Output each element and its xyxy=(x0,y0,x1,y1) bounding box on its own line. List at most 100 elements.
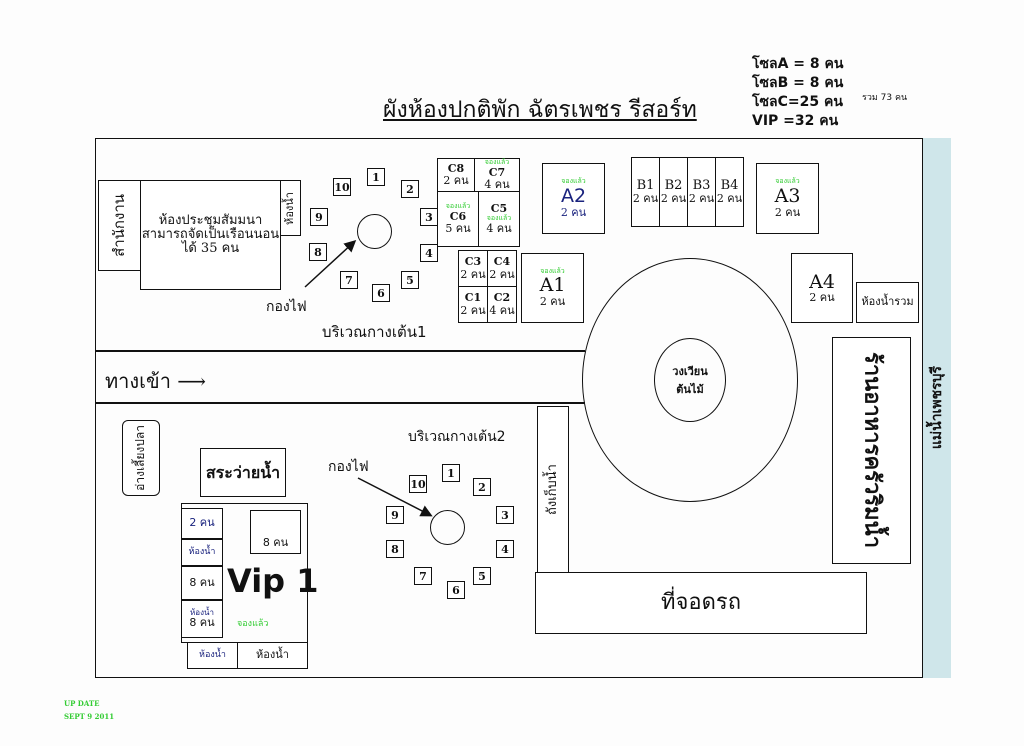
tent-3: 3 xyxy=(496,506,514,524)
booked-label: จองแล้ว xyxy=(775,177,800,186)
tent-7: 7 xyxy=(414,567,432,585)
legend-vip: VIP =32 คน xyxy=(752,113,839,129)
room-capacity: 2 คน xyxy=(489,267,515,281)
parking-label: ที่จอดรถ xyxy=(660,589,742,615)
room-name: B1 xyxy=(636,177,655,193)
room-name: C3 xyxy=(464,255,482,269)
entrance-text: ทางเข้า xyxy=(105,369,171,393)
meeting-room: ห้องประชุมสัมมนา สามารถจัดเป็นเรือนนอน ไ… xyxy=(140,180,281,290)
booked-label: จองแล้ว xyxy=(561,177,586,186)
tent-8: 8 xyxy=(386,540,404,558)
legend-zone-c: โซลC=25 คน xyxy=(752,94,843,110)
campfire-1 xyxy=(357,214,392,249)
room-c7: จองแล้ว C7 4 คน xyxy=(474,158,520,192)
room-name: A2 xyxy=(560,184,587,207)
page-title: ผังห้องปกติพัก ฉัตรเพชร รีสอร์ท xyxy=(383,97,697,123)
water-tank-label: ถังเก็บน้ำ xyxy=(544,464,560,515)
room-name: B4 xyxy=(720,177,739,193)
shared-bathroom-label: ห้องน้ำรวม xyxy=(861,295,914,309)
campfire-2-label: กองไฟ xyxy=(328,459,369,475)
parking: ที่จอดรถ xyxy=(535,572,867,634)
booked-label: จองแล้ว xyxy=(540,266,565,275)
tent-7: 7 xyxy=(340,271,358,289)
vip-name: Vip 1 xyxy=(227,562,319,600)
vip-room-8b: ห้องน้ำ 8 คน xyxy=(181,600,223,638)
booked-c6: จองแล้ว xyxy=(445,202,471,211)
zone-legend: โซลA = 8 คน โซลB = 8 คน โซลC=25 คน VIP =… xyxy=(752,55,843,131)
tent-5: 5 xyxy=(401,271,419,289)
tent-10: 10 xyxy=(409,475,427,493)
room-capacity: 4 คน xyxy=(486,221,512,235)
room-c8: C8 2 คน xyxy=(437,158,475,192)
vip-booked: จองแล้ว xyxy=(237,619,269,629)
fish-pond: อ่างเลี้ยงปลา xyxy=(122,420,160,496)
room-capacity: 4 คน xyxy=(484,177,510,191)
tent-1: 1 xyxy=(367,168,385,186)
campfire-2-arrow xyxy=(357,477,433,517)
camp-area-2-label: บริเวณกางเต้น2 xyxy=(408,429,506,445)
room-capacity: 2 คน xyxy=(660,192,687,206)
room-name: A3 xyxy=(774,184,801,207)
road-edge-bottom xyxy=(95,402,585,404)
room-name: B2 xyxy=(664,177,683,193)
tent-6: 6 xyxy=(447,581,465,599)
river-strip: แม่น้ำเพชรบุรี xyxy=(922,138,951,678)
room-name: A4 xyxy=(809,270,835,293)
room-name: C8 xyxy=(447,161,465,175)
shared-bathroom: ห้องน้ำรวม xyxy=(856,282,919,323)
room-capacity: 2 คน xyxy=(539,295,566,309)
tent-6: 6 xyxy=(372,284,390,302)
room-name: C1 xyxy=(464,291,482,305)
road-edge-top xyxy=(95,350,585,352)
tent-2: 2 xyxy=(473,478,491,496)
tent-2: 2 xyxy=(401,180,419,198)
entrance-label: ทางเข้า ⟶ xyxy=(105,365,206,397)
room-capacity: 8 คน xyxy=(189,616,215,630)
room-capacity: 2 คน xyxy=(460,303,486,317)
room-capacity: 4 คน xyxy=(489,303,515,317)
vip-bathroom-a: ห้องน้ำ xyxy=(181,539,223,566)
tent-8: 8 xyxy=(309,243,327,261)
restaurant: ร้านอาหารครัวริมน้ำ xyxy=(832,337,911,564)
vip-room-2: 2 คน xyxy=(181,508,223,539)
campfire-2 xyxy=(430,510,465,545)
booked-c7: จองแล้ว xyxy=(484,158,510,167)
room-name: C5 xyxy=(490,202,508,216)
room-name: C6 xyxy=(449,209,467,223)
room-name: B3 xyxy=(692,177,711,193)
tent-5: 5 xyxy=(473,567,491,585)
update-date: SEPT 9 2011 xyxy=(64,712,115,721)
update-label: UP DATE xyxy=(64,699,100,708)
legend-zone-b: โซลB = 8 คน xyxy=(752,75,844,91)
legend-total: รวม 73 คน xyxy=(862,93,908,103)
campfire-1-label: กองไฟ xyxy=(266,299,307,315)
room-c6: จองแล้ว C6 5 คน xyxy=(437,191,479,247)
meeting-bathroom: ห้องน้ำ xyxy=(280,180,301,236)
vip-room-8a: 8 คน xyxy=(181,566,223,600)
room-c5: C5 จองแล้ว 4 คน xyxy=(478,191,520,247)
vip-bathroom-c: ห้องน้ำ xyxy=(187,642,238,669)
swimming-pool: สระว่ายน้ำ xyxy=(200,448,286,497)
fish-pond-label: อ่างเลี้ยงปลา xyxy=(133,425,148,491)
tent-4: 4 xyxy=(420,244,438,262)
room-capacity: 2 คน xyxy=(774,205,801,219)
meeting-room-capacity: ได้ 35 คน xyxy=(181,241,240,257)
room-name: C7 xyxy=(488,165,506,179)
pool-label: สระว่ายน้ำ xyxy=(205,462,281,482)
room-capacity: 2 คน xyxy=(688,192,715,206)
room-name: A1 xyxy=(539,274,566,297)
room-name: C4 xyxy=(493,255,511,269)
legend-zone-a: โซลA = 8 คน xyxy=(752,56,844,72)
